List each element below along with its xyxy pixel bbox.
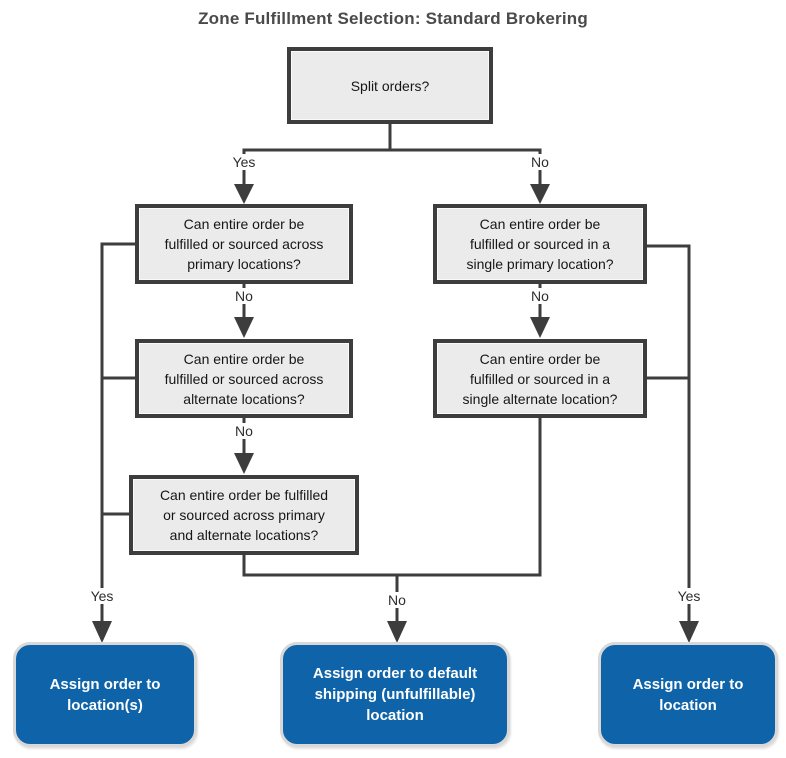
edge-label-split-no: No [527,154,553,170]
decision-left-primary-alternate: Can entire order be fulfilled or sourced… [129,475,359,555]
decision-left-primary-alternate-label: Can entire order be fulfilled or sourced… [159,487,329,543]
edge-label-split-yes: Yes [228,154,260,170]
arrowhead-split-yes [234,184,254,204]
terminal-assign-locations: Assign order to location(s) [13,642,197,747]
arrowhead-right-yes [679,621,699,643]
decision-split-orders: Split orders? [287,47,493,124]
edge-label-left-alternate-no: No [231,423,257,439]
edge-label-assign-locations-yes: Yes [86,588,118,604]
connector-no-collector [242,418,542,577]
arrowhead-center-no [387,621,407,643]
decision-left-primary-label: Can entire order be fulfilled or sourced… [164,216,324,272]
decision-left-alternate-label: Can entire order be fulfilled or sourced… [164,350,324,407]
edge-label-left-primary-no: No [231,288,257,304]
decision-left-primary: Can entire order be fulfilled or sourced… [135,204,353,284]
arrowhead-right-primary-no [530,317,550,338]
arrowhead-split-no [530,184,550,204]
arrowhead-left-primary-no [234,317,254,338]
connector-left-rail [100,242,135,622]
edge-label-right-primary-no: No [527,288,553,304]
edge-label-assign-default-no: No [384,592,410,608]
decision-right-primary: Can entire order be fulfilled or sourced… [433,204,647,284]
edge-label-assign-location-yes: Yes [673,588,705,604]
decision-right-alternate: Can entire order be fulfilled or sourced… [433,339,647,418]
decision-right-alternate-label: Can entire order be fulfilled or sourced… [462,350,618,407]
decision-left-alternate: Can entire order be fulfilled or sourced… [135,339,353,418]
terminal-assign-location: Assign order to location [598,642,778,747]
decision-right-primary-label: Can entire order be fulfilled or sourced… [466,216,614,272]
decision-split-orders-label: Split orders? [350,77,430,94]
connector-right-rail [646,244,691,622]
terminal-assign-default-shipping-label: Assign order to default shipping (unfulf… [312,665,478,724]
terminal-assign-locations-label: Assign order to location(s) [49,675,161,714]
terminal-assign-location-label: Assign order to location [632,675,744,714]
arrowhead-left-yes [92,621,112,643]
diagram-title: Zone Fulfillment Selection: Standard Bro… [198,9,588,28]
terminal-assign-default-shipping: Assign order to default shipping (unfulf… [280,642,510,747]
connector-split-branches [242,148,542,185]
arrowhead-left-alternate-no [234,453,254,474]
